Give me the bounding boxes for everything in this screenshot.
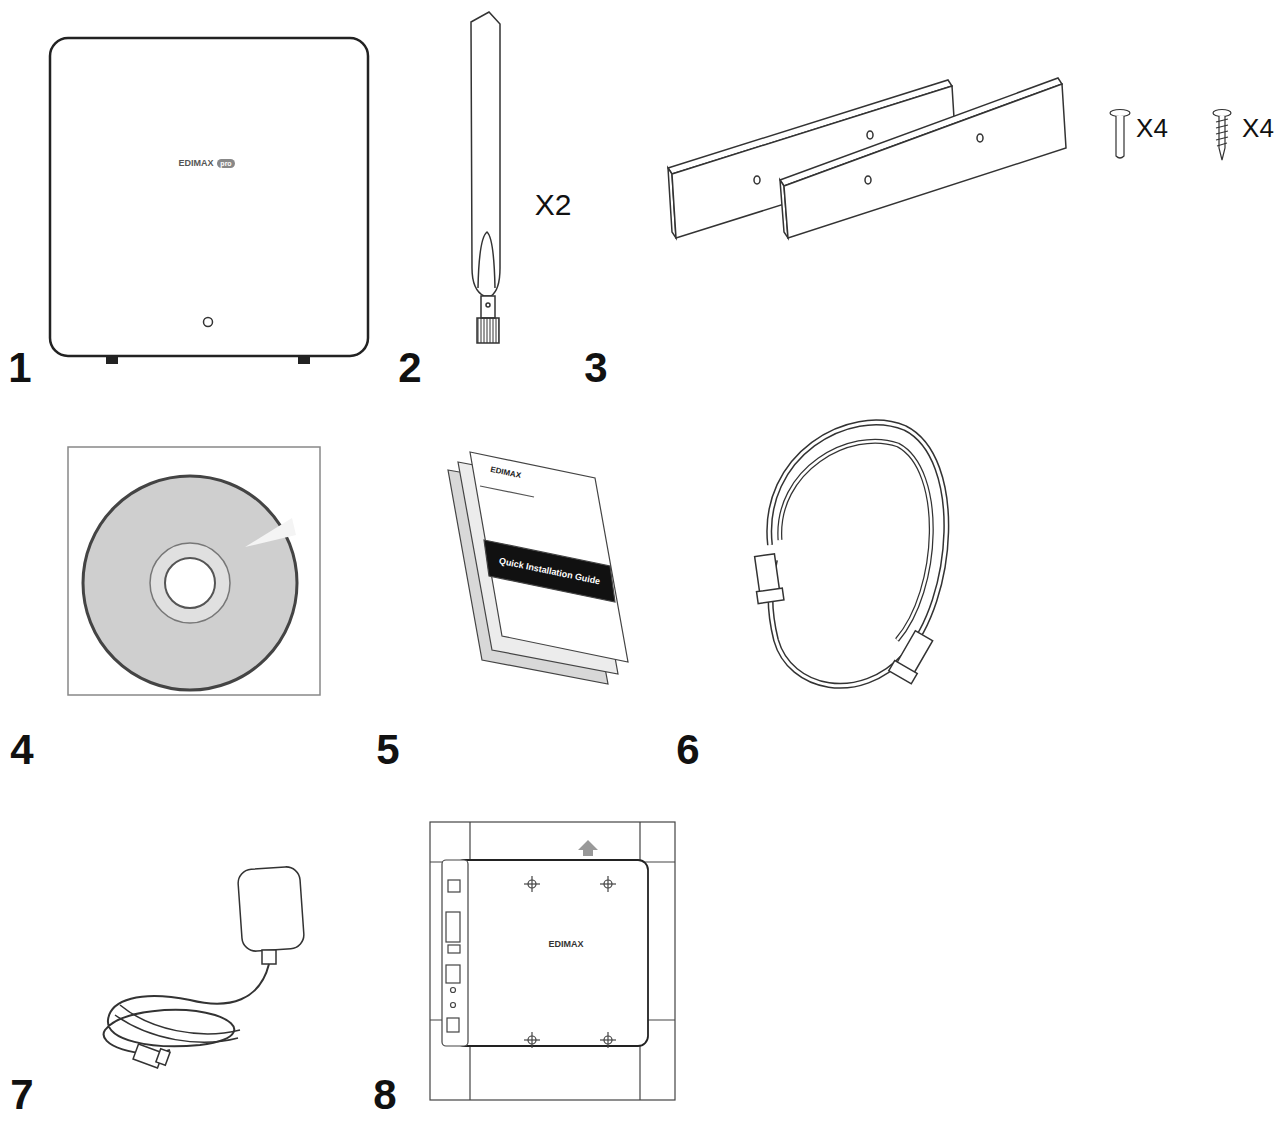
- quantity-label: X4: [1136, 115, 1168, 141]
- brand-badge: pro: [217, 159, 234, 168]
- callout-number: 7: [10, 1074, 33, 1116]
- access-point: [50, 38, 368, 364]
- quantity-label: X4: [1242, 115, 1274, 141]
- quick-guide-booklet: [448, 452, 628, 684]
- callout-number: 3: [584, 347, 607, 389]
- power-adapter: [104, 866, 305, 1068]
- callout-number: 4: [10, 729, 33, 771]
- callout-number: 5: [376, 729, 399, 771]
- mounting-bracket: [430, 822, 675, 1100]
- ethernet-cable: [752, 422, 947, 685]
- callout-number: 8: [373, 1074, 396, 1116]
- quantity-label: X2: [535, 190, 572, 220]
- callout-number: 1: [8, 347, 31, 389]
- mounting-plates: [668, 78, 1066, 238]
- callout-number: 2: [398, 347, 421, 389]
- brand-logo: EDIMAX: [178, 159, 213, 168]
- brand-logo: EDIMAX: [548, 940, 583, 949]
- antenna: [471, 12, 500, 343]
- callout-number: 6: [676, 729, 699, 771]
- cd-rom: [68, 447, 320, 695]
- screws: [1110, 110, 1231, 161]
